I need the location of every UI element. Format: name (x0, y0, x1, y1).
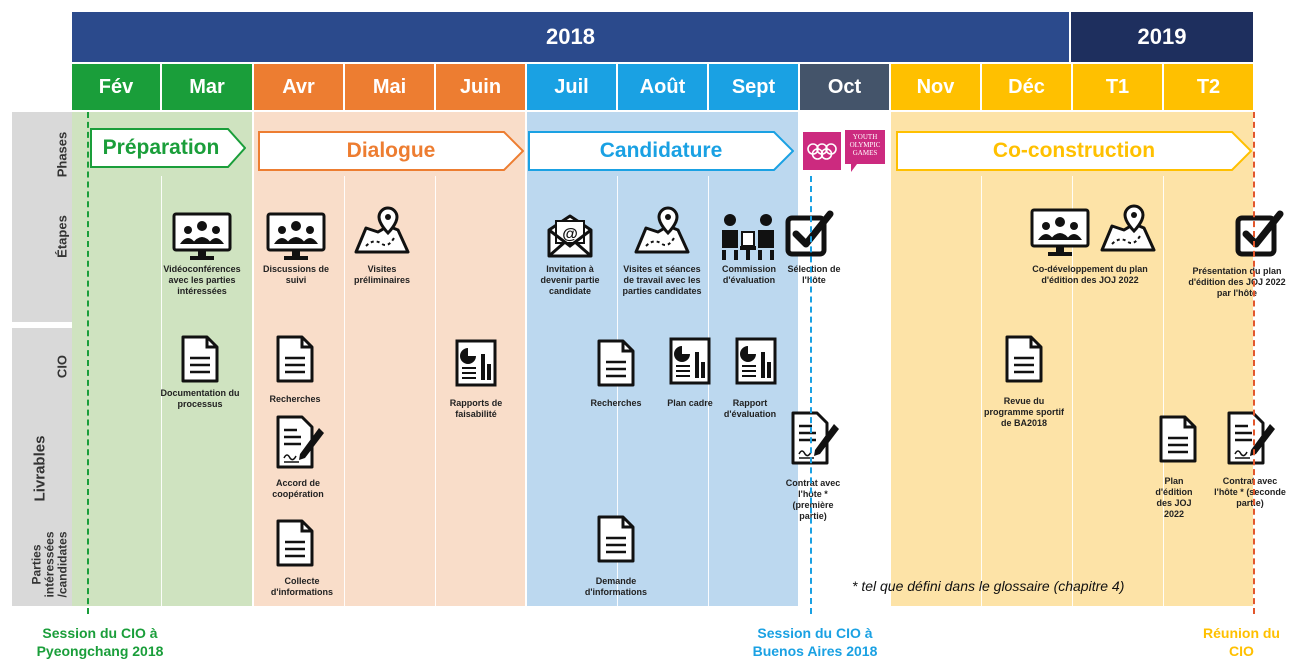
parties-contrat2-caption: Contrat avec l'hôte * (seconde partie) (1214, 476, 1286, 508)
month-sept: Sept (709, 64, 798, 110)
year-2019-header: 2019 (1071, 12, 1253, 62)
phase-candidature-label: Candidature (599, 139, 723, 162)
youth-olympic-games-logo: YOUTH OLYMPIC GAMES (845, 130, 885, 172)
phase-coconstruction-label: Co-construction (992, 139, 1156, 162)
document-icon (275, 518, 315, 568)
document-icon (1004, 334, 1044, 384)
band-green (72, 112, 252, 606)
cio-revue-caption: Revue du programme sportif de BA2018 (983, 396, 1064, 428)
contract-icon (1226, 410, 1276, 466)
yog-line-1: YOUTH (852, 133, 878, 141)
phase-coconstruction-arrow: Co-construction (896, 131, 1252, 171)
row-header-phases-etapes (12, 112, 72, 322)
milestone-pyeongchang-label: Session du CIO à Pyeongchang 2018 (36, 625, 164, 659)
videoconference-icon (1030, 208, 1090, 258)
evaluation-meeting-icon (718, 212, 778, 262)
cio-rapport-eval-caption: Rapport d'évaluation (723, 398, 777, 419)
map-pin-icon (352, 206, 412, 256)
month-t2: T2 (1164, 64, 1253, 110)
document-icon (596, 338, 636, 388)
footnote: * tel que défini dans le glossaire (chap… (852, 578, 1125, 594)
parties-accord-caption: Accord de coopération (272, 478, 324, 499)
cio-recherches-juil-caption: Recherches (590, 398, 642, 408)
olympic-rings-logo (803, 132, 841, 170)
document-icon (1158, 414, 1198, 464)
etape-invitation-caption: Invitation à devenir partie candidate (540, 264, 600, 296)
etape-videoconf-caption: Vidéoconférences avec les parties intére… (163, 264, 241, 296)
col-sep (617, 176, 618, 606)
contract-icon (275, 414, 325, 470)
parties-demande-caption: Demande d'informations (584, 576, 648, 597)
month-nov: Nov (891, 64, 980, 110)
row-label-phases: Phases (54, 131, 70, 178)
milestone-line-reunion (1253, 112, 1255, 614)
etape-presentation-caption: Présentation du plan d'édition des JOJ 2… (1188, 266, 1286, 298)
month-aout: Août (618, 64, 707, 110)
etape-selection-caption: Sélection de l'hôte (787, 264, 841, 285)
row-label-livrables: Livrables (31, 435, 49, 502)
month-mar: Mar (162, 64, 252, 110)
report-chart-icon (734, 336, 778, 386)
parties-plan-edition-caption: Plan d'édition des JOJ 2022 (1155, 476, 1193, 519)
row-header-livrables (12, 328, 72, 606)
document-icon (596, 514, 636, 564)
month-avr: Avr (254, 64, 343, 110)
document-icon (180, 334, 220, 384)
col-sep (344, 176, 345, 606)
phase-preparation-label: Préparation (102, 136, 220, 159)
milestone-reunion-label: Réunion du CIO (1203, 625, 1280, 659)
parties-contrat1-caption: Contrat avec l'hôte * (première partie) (785, 478, 841, 521)
month-t1: T1 (1073, 64, 1162, 110)
cio-documentation-caption: Documentation du processus (160, 388, 240, 409)
milestone-buenos-aires-label: Session du CIO à Buenos Aires 2018 (752, 625, 878, 659)
map-pin-icon (1098, 204, 1158, 254)
etape-discussions-caption: Discussions de suivi (262, 264, 330, 285)
milestone-line-pyeongchang (87, 112, 89, 614)
phase-candidature-arrow: Candidature (528, 131, 794, 171)
checkbox-icon (784, 208, 834, 258)
phase-dialogue-label: Dialogue (346, 139, 436, 162)
month-oct: Oct (800, 64, 889, 110)
phase-dialogue-arrow: Dialogue (258, 131, 524, 171)
map-pin-icon (632, 206, 692, 256)
etape-visites-prelim-caption: Visites préliminaires (353, 264, 411, 285)
videoconference-icon (266, 212, 326, 262)
col-sep (708, 176, 709, 606)
col-sep (435, 176, 436, 606)
col-sep (161, 176, 162, 606)
parties-collecte-caption: Collecte d'informations (270, 576, 334, 597)
yog-line-2: OLYMPIC (849, 141, 881, 149)
contract-icon (790, 410, 840, 466)
month-juil: Juil (527, 64, 616, 110)
checkbox-icon (1234, 208, 1284, 258)
col-sep (1163, 176, 1164, 606)
videoconference-icon (172, 212, 232, 262)
row-label-parties: Parties intéressées /candidates (29, 531, 70, 598)
etape-commission-caption: Commission d'évaluation (721, 264, 776, 285)
month-juin: Juin (436, 64, 525, 110)
report-chart-icon (668, 336, 712, 386)
month-fev: Fév (72, 64, 160, 110)
milestone-line-buenos-aires (810, 176, 812, 614)
email-invitation-icon (545, 210, 595, 260)
document-icon (275, 334, 315, 384)
year-2018-header: 2018 (72, 12, 1069, 62)
col-sep (1072, 176, 1073, 606)
etape-visites-seances-caption: Visites et séances de travail avec les p… (622, 264, 702, 296)
month-mai: Mai (345, 64, 434, 110)
cio-rapports-faisabilite-caption: Rapports de faisabilité (449, 398, 503, 419)
report-chart-icon (454, 338, 498, 388)
cio-recherches-avr-caption: Recherches (269, 394, 321, 404)
month-dec: Déc (982, 64, 1071, 110)
col-sep (981, 176, 982, 606)
cio-plan-cadre-caption: Plan cadre (667, 398, 713, 408)
phase-preparation-arrow: Préparation (90, 128, 246, 168)
etape-codev-caption: Co-développement du plan d'édition des J… (1032, 264, 1148, 285)
yog-line-3: GAMES (852, 149, 878, 157)
row-label-cio: CIO (54, 354, 70, 379)
row-label-etapes: Étapes (54, 215, 70, 258)
